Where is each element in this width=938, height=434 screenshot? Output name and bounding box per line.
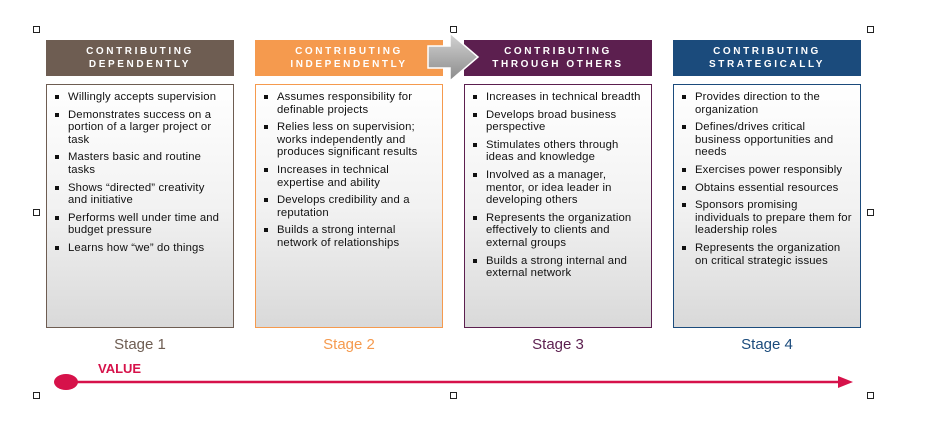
stage-1-box: Willingly accepts supervision Demonstrat…: [46, 84, 234, 328]
list-item: Provides direction to the organization: [680, 91, 854, 116]
list-item: Involved as a manager, mentor, or idea l…: [471, 169, 645, 207]
stage-4-box: Provides direction to the organization D…: [673, 84, 861, 328]
stage-1-header: CONTRIBUTING DEPENDENTLY: [46, 40, 234, 76]
stage-3-column: CONTRIBUTING THROUGH OTHERS Increases in…: [464, 40, 652, 328]
list-item: Stimulates others through ideas and know…: [471, 139, 645, 164]
stage-4-column: CONTRIBUTING STRATEGICALLY Provides dire…: [673, 40, 861, 328]
list-item: Represents the organization on critical …: [680, 242, 854, 267]
list-item: Develops broad business perspective: [471, 109, 645, 134]
stage-3-box: Increases in technical breadth Develops …: [464, 84, 652, 328]
list-item: Sponsors promising individuals to prepar…: [680, 199, 854, 237]
list-item: Learns how “we” do things: [53, 242, 227, 255]
stage-2-column: CONTRIBUTING INDEPENDENTLY Assumes respo…: [255, 40, 443, 328]
selection-handle-top-middle[interactable]: [450, 26, 457, 33]
list-item: Increases in technical breadth: [471, 91, 645, 104]
selection-handle-top-left[interactable]: [33, 26, 40, 33]
list-item: Masters basic and routine tasks: [53, 151, 227, 176]
stage-1-column: CONTRIBUTING DEPENDENTLY Willingly accep…: [46, 40, 234, 328]
stage-2-box: Assumes responsibility for definable pro…: [255, 84, 443, 328]
stage-4-items: Provides direction to the organization D…: [680, 91, 854, 267]
stage-3-items: Increases in technical breadth Develops …: [471, 91, 645, 280]
list-item: Performs well under time and budget pres…: [53, 212, 227, 237]
list-item: Relies less on supervision; works indepe…: [262, 121, 436, 159]
selection-handle-middle-left[interactable]: [33, 209, 40, 216]
stage-2-items: Assumes responsibility for definable pro…: [262, 91, 436, 250]
list-item: Increases in technical expertise and abi…: [262, 164, 436, 189]
list-item: Develops credibility and a reputation: [262, 194, 436, 219]
selection-handle-bottom-left[interactable]: [33, 392, 40, 399]
list-item: Shows “directed” creativity and initiati…: [53, 182, 227, 207]
list-item: Assumes responsibility for definable pro…: [262, 91, 436, 116]
list-item: Builds a strong internal network of rela…: [262, 224, 436, 249]
selection-handle-middle-right[interactable]: [867, 209, 874, 216]
list-item: Represents the organization effectively …: [471, 212, 645, 250]
value-arrow-head-icon: [838, 376, 853, 388]
value-axis-label: VALUE: [98, 361, 142, 376]
selection-handle-bottom-middle[interactable]: [450, 392, 457, 399]
list-item: Demonstrates success on a portion of a l…: [53, 109, 227, 147]
list-item: Obtains essential resources: [680, 182, 854, 195]
stage-3-label: Stage 3: [532, 336, 584, 353]
stage-3-header: CONTRIBUTING THROUGH OTHERS: [464, 40, 652, 76]
list-item: Builds a strong internal and external ne…: [471, 255, 645, 280]
selection-handle-top-right[interactable]: [867, 26, 874, 33]
selection-handle-bottom-right[interactable]: [867, 392, 874, 399]
list-item: Willingly accepts supervision: [53, 91, 227, 104]
stage-2-label: Stage 2: [323, 336, 375, 353]
stage-2-header: CONTRIBUTING INDEPENDENTLY: [255, 40, 443, 76]
stage-4-label: Stage 4: [741, 336, 793, 353]
list-item: Defines/drives critical business opportu…: [680, 121, 854, 159]
list-item: Exercises power responsibly: [680, 164, 854, 177]
stage-1-items: Willingly accepts supervision Demonstrat…: [53, 91, 227, 255]
stage-4-header: CONTRIBUTING STRATEGICALLY: [673, 40, 861, 76]
stage-1-label: Stage 1: [114, 336, 166, 353]
